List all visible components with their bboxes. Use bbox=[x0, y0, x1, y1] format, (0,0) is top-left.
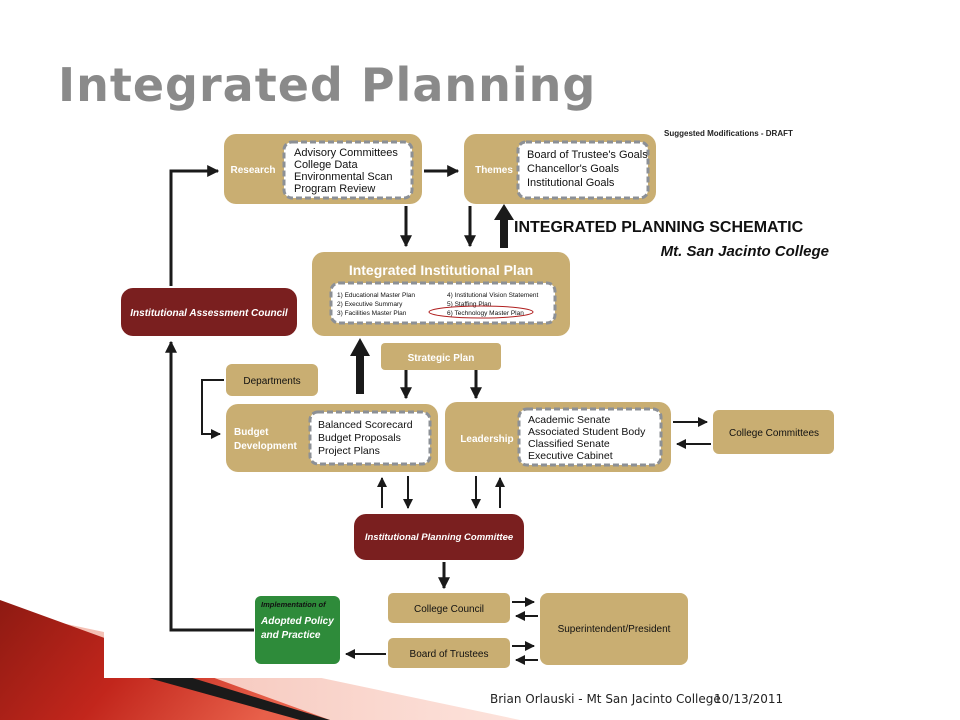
iip-item: 5) Staffing Plan bbox=[447, 301, 492, 308]
college-committees-box: College Committees bbox=[713, 410, 834, 454]
research-item: Environmental Scan bbox=[294, 171, 392, 183]
college-council-box: College Council bbox=[388, 593, 510, 623]
assessment-council-box: Institutional Assessment Council bbox=[121, 288, 297, 336]
iip-item: 4) Institutional Vision Statement bbox=[447, 292, 538, 299]
arrow-iac-to-research bbox=[169, 165, 220, 286]
arrow-iip-to-themes bbox=[494, 204, 514, 248]
themes-item: Chancellor's Goals bbox=[527, 163, 619, 175]
planning-committee-label: Institutional Planning Committee bbox=[365, 532, 514, 543]
leadership-item: Executive Cabinet bbox=[528, 450, 613, 462]
research-item: Program Review bbox=[294, 183, 375, 195]
superintendent-label: Superintendent/President bbox=[558, 624, 671, 635]
strategic-plan-label: Strategic Plan bbox=[408, 353, 475, 364]
board-of-trustees-box: Board of Trustees bbox=[388, 638, 510, 668]
arrow-implementation-to-iac bbox=[165, 340, 254, 632]
college-committees-label: College Committees bbox=[729, 428, 819, 439]
iip-title: Integrated Institutional Plan bbox=[349, 262, 533, 278]
board-of-trustees-label: Board of Trustees bbox=[410, 649, 489, 660]
integrated-planning-schematic: Suggested Modifications - DRAFT INTEGRAT… bbox=[121, 129, 834, 668]
planning-committee-box: Institutional Planning Committee bbox=[354, 514, 524, 560]
leadership-label: Leadership bbox=[460, 434, 513, 445]
budget-item: Balanced Scorecard bbox=[318, 419, 413, 431]
footer-author: Brian Orlauski - Mt San Jacinto College bbox=[490, 692, 721, 706]
slide-title: Integrated Planning bbox=[58, 58, 597, 112]
departments-box: Departments bbox=[226, 364, 318, 396]
budget-development-box: Budget Development Balanced Scorecard Bu… bbox=[226, 404, 438, 472]
leadership-item: Classified Senate bbox=[528, 438, 610, 450]
implementation-text: Adopted Policy bbox=[260, 616, 334, 627]
superintendent-box: Superintendent/President bbox=[540, 593, 688, 665]
arrow-budget-to-iip bbox=[350, 338, 370, 394]
assessment-council-label: Institutional Assessment Council bbox=[130, 308, 288, 319]
integrated-institutional-plan-box: Integrated Institutional Plan 1) Educati… bbox=[312, 252, 570, 336]
iip-item: 3) Facilities Master Plan bbox=[337, 310, 407, 317]
themes-label: Themes bbox=[475, 165, 513, 176]
strategic-plan-box: Strategic Plan bbox=[381, 343, 501, 370]
schematic-panel: Suggested Modifications - DRAFT INTEGRAT… bbox=[104, 116, 849, 678]
implementation-text: Implementation of bbox=[261, 600, 327, 609]
arrow-departments-to-budget bbox=[201, 379, 224, 439]
themes-item: Institutional Goals bbox=[527, 177, 615, 189]
leadership-item: Associated Student Body bbox=[528, 426, 646, 438]
themes-box: Themes Board of Trustee's Goals Chancell… bbox=[464, 134, 656, 204]
technology-plan-highlight bbox=[428, 305, 534, 319]
feedback-arrows bbox=[350, 204, 514, 394]
flow-arrows bbox=[165, 165, 711, 665]
iip-item: 6) Technology Master Plan bbox=[447, 310, 524, 317]
budget-item: Project Plans bbox=[318, 445, 380, 457]
research-label: Research bbox=[230, 165, 275, 176]
research-item: College Data bbox=[294, 159, 358, 171]
footer-date: 10/13/2011 bbox=[714, 692, 784, 706]
budget-item: Budget Proposals bbox=[318, 432, 401, 444]
draft-note: Suggested Modifications - DRAFT bbox=[664, 129, 793, 138]
themes-item: Board of Trustee's Goals bbox=[527, 149, 648, 161]
iip-item: 1) Educational Master Plan bbox=[337, 292, 415, 299]
leadership-box: Leadership Academic Senate Associated St… bbox=[445, 402, 671, 472]
iip-item: 2) Executive Summary bbox=[337, 301, 403, 308]
budget-label: Budget bbox=[234, 427, 269, 438]
implementation-text: and Practice bbox=[261, 630, 321, 641]
college-council-label: College Council bbox=[414, 604, 484, 615]
implementation-box: Implementation of Adopted Policy and Pra… bbox=[255, 596, 340, 664]
schematic-title: INTEGRATED PLANNING SCHEMATIC bbox=[514, 219, 804, 236]
research-item: Advisory Committees bbox=[294, 147, 398, 159]
budget-label: Development bbox=[234, 441, 297, 452]
research-box: Research Advisory Committees College Dat… bbox=[224, 134, 422, 204]
schematic-subtitle: Mt. San Jacinto College bbox=[661, 243, 829, 260]
departments-label: Departments bbox=[243, 376, 300, 387]
leadership-item: Academic Senate bbox=[528, 414, 610, 426]
